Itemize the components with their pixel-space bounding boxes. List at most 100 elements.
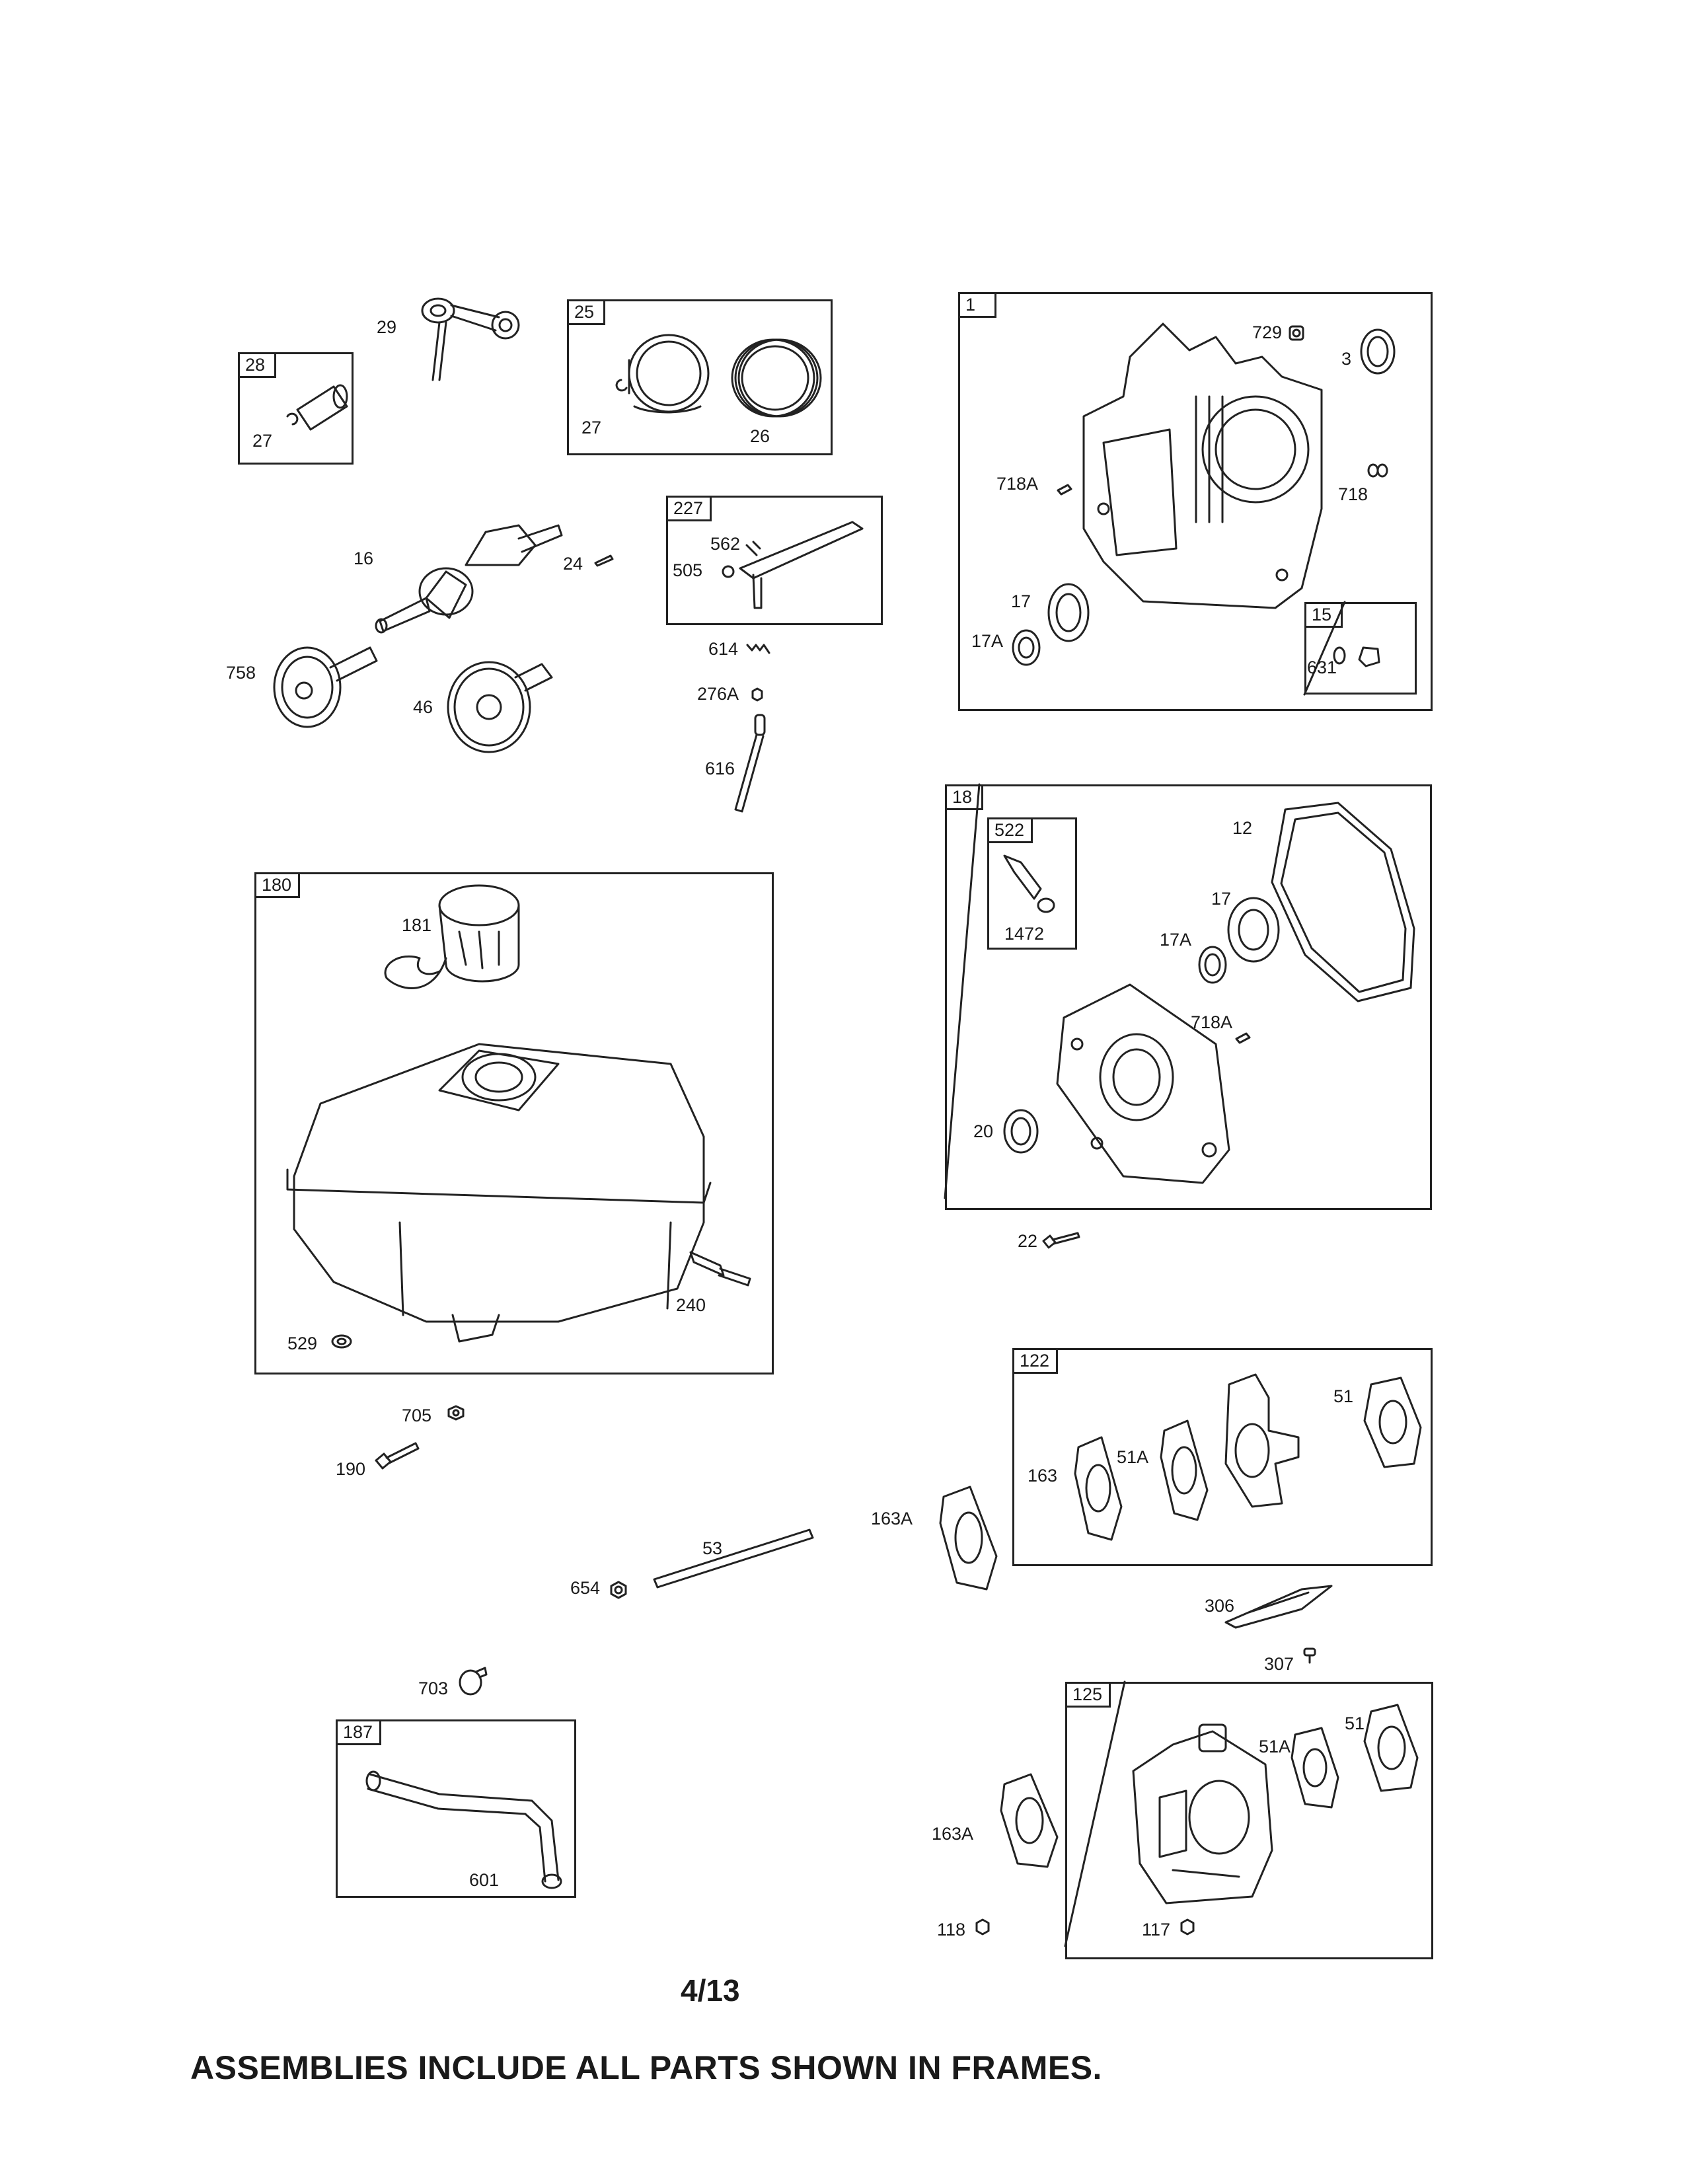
part-label-705: 705: [402, 1406, 432, 1425]
part-label-307: 307: [1264, 1654, 1294, 1674]
part-label-26: 26: [750, 426, 770, 446]
part-label-758: 758: [226, 663, 256, 683]
page-number: 4/13: [681, 1973, 740, 2008]
part-label-614: 614: [708, 639, 739, 659]
frame-tag-25: 25: [567, 299, 605, 325]
fuel-valve-icon: [687, 1246, 753, 1295]
dowel-pin-icon: [1056, 482, 1073, 496]
fuel-cap-icon: [373, 879, 532, 1011]
part-label-24: 24: [563, 554, 583, 574]
part-label-505: 505: [673, 560, 703, 580]
part-label-27: 27: [581, 418, 602, 437]
frame-tag-125: 125: [1065, 1682, 1111, 1708]
part-label-22: 22: [1018, 1231, 1038, 1251]
connecting-rod-icon: [413, 291, 522, 390]
frame-tag-187: 187: [336, 1719, 382, 1745]
frame-187: 187: [336, 1719, 576, 1898]
gasket-icon: [1361, 1702, 1421, 1794]
frame-227: 227: [666, 496, 883, 625]
footer-note: ASSEMBLIES INCLUDE ALL PARTS SHOWN IN FR…: [190, 2049, 1102, 2086]
oil-seal-icon: [1358, 327, 1398, 377]
frame-28: 28: [238, 352, 354, 465]
crankcase-cover-icon: [1051, 978, 1236, 1189]
part-label-17: 17: [1211, 889, 1232, 909]
stud-icon: [651, 1523, 816, 1589]
part-label-562: 562: [710, 534, 741, 554]
frame-tag-18: 18: [945, 784, 983, 810]
screw-icon: [1302, 1647, 1318, 1664]
oil-seal-icon: [1196, 944, 1229, 987]
frame-18: 18: [945, 784, 1432, 1210]
dowel-pin-icon: [1234, 1031, 1252, 1044]
oil-seal-icon: [1001, 1107, 1041, 1156]
part-label-718A: 718A: [1191, 1012, 1233, 1032]
gasket-icon: [998, 1771, 1061, 1870]
frame-tag-227: 227: [666, 496, 712, 521]
part-label-46: 46: [413, 697, 433, 717]
governor-shaft-icon: [730, 714, 770, 813]
bearing-icon: [1226, 895, 1282, 965]
frame-tag-122: 122: [1012, 1348, 1059, 1374]
camshaft-icon: [264, 634, 380, 734]
gasket-icon: [1361, 1374, 1424, 1470]
part-label-16: 16: [354, 548, 374, 568]
washer-icon: [330, 1334, 353, 1349]
frame-tag-28: 28: [238, 352, 276, 378]
part-label-117: 117: [1142, 1920, 1171, 1939]
crankshaft-icon: [367, 499, 565, 638]
part-label-240: 240: [676, 1295, 706, 1315]
piston-pin-icon: [281, 370, 354, 436]
part-label-118: 118: [937, 1920, 966, 1939]
piston-icon: [615, 334, 714, 420]
hose-clamp-icon: [456, 1665, 489, 1698]
frame-522: 522: [987, 817, 1077, 950]
governor-spring-icon: [745, 641, 772, 657]
part-label-306: 306: [1205, 1596, 1235, 1616]
intake-manifold-icon: [1216, 1371, 1302, 1510]
breather-valve-icon: [1287, 324, 1306, 342]
part-label-529: 529: [287, 1334, 318, 1353]
frame-tag-522: 522: [987, 817, 1033, 843]
frame-tag-1: 1: [958, 292, 996, 318]
bolt-icon: [373, 1441, 420, 1474]
gasket-icon: [937, 1484, 1000, 1593]
bearing-icon: [1045, 582, 1092, 644]
part-label-51A: 51A: [1117, 1447, 1149, 1467]
nut-icon: [1180, 1918, 1195, 1936]
carburetor-icon: [1120, 1718, 1292, 1910]
oil-plug-icon: [1331, 641, 1384, 674]
heat-shield-icon: [1222, 1583, 1335, 1629]
frame-122: 122: [1012, 1348, 1433, 1566]
oil-seal-icon: [1010, 628, 1043, 667]
part-label-51: 51: [1333, 1386, 1354, 1406]
flange-nut-icon: [608, 1579, 629, 1600]
part-label-1472: 1472: [1004, 924, 1045, 944]
part-label-17: 17: [1011, 591, 1031, 611]
dowel-pin-icon: [1367, 463, 1390, 478]
fuel-tank-icon: [281, 1004, 757, 1351]
part-label-3: 3: [1341, 349, 1352, 369]
part-label-29: 29: [377, 317, 397, 337]
nut-icon: [750, 687, 765, 702]
part-label-51: 51: [1345, 1713, 1365, 1733]
part-label-181: 181: [402, 915, 432, 935]
flange-nut-icon: [446, 1404, 466, 1421]
gasket-icon: [1072, 1434, 1125, 1543]
part-label-190: 190: [336, 1459, 366, 1479]
part-label-12: 12: [1232, 818, 1253, 838]
woodruff-key-icon: [593, 554, 615, 567]
part-label-703: 703: [418, 1678, 449, 1698]
part-label-631: 631: [1307, 658, 1337, 677]
frame-25: 25: [567, 299, 833, 455]
bolt-icon: [1041, 1229, 1080, 1253]
oil-sensor-icon: [1001, 849, 1061, 915]
piston-rings-icon: [724, 337, 826, 420]
frame-180: 180: [254, 872, 774, 1374]
part-label-729: 729: [1252, 322, 1283, 342]
part-label-163A: 163A: [871, 1509, 913, 1528]
part-label-276A: 276A: [697, 684, 739, 704]
gasket-icon: [1289, 1725, 1341, 1811]
part-label-163A: 163A: [932, 1824, 974, 1844]
fuel-line-icon: [360, 1761, 572, 1893]
